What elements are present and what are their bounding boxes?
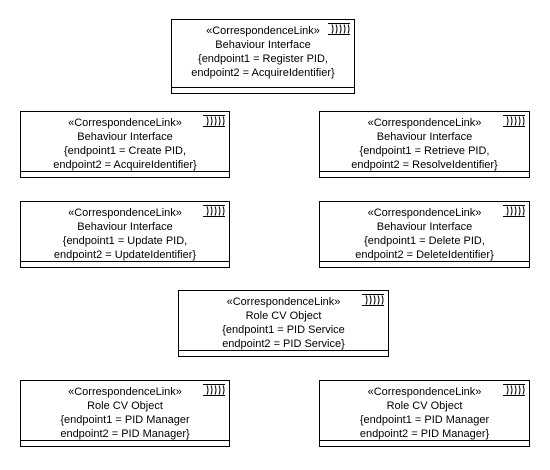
correspondence-link-node-update-pid[interactable]: «CorrespondenceLink» Behaviour Interface… [20,201,230,268]
node-endpoint2: endpoint2 = UpdateIdentifier} [53,249,197,261]
node-endpoint1: {endpoint1 = PID Manager [359,414,490,426]
correspondence-link-icon [203,384,225,396]
node-footer-compartment [320,171,529,172]
correspondence-link-node-delete-pid[interactable]: «CorrespondenceLink» Behaviour Interface… [319,201,530,268]
correspondence-link-node-pid-manager-right[interactable]: «CorrespondenceLink» Role CV Object {end… [319,380,530,447]
node-endpoint1: {endpoint1 = Register PID, [198,53,328,65]
node-footer-compartment [179,350,388,351]
node-stereotype: «CorrespondenceLink» [206,25,320,37]
node-name: Behaviour Interface [376,131,473,143]
correspondence-link-icon [503,115,525,127]
node-stereotype: «CorrespondenceLink» [226,296,341,308]
node-endpoint1: {endpoint1 = Retrieve PID, [359,145,490,157]
node-stereotype: «CorrespondenceLink» [367,207,482,219]
correspondence-link-node-create-pid[interactable]: «CorrespondenceLink» Behaviour Interface… [20,111,230,178]
node-endpoint2: endpoint2 = PID Manager} [359,428,490,440]
correspondence-link-icon [203,115,225,127]
node-footer-compartment [172,87,354,88]
node-endpoint1: {endpoint1 = PID Manager [60,414,190,426]
node-stereotype: «CorrespondenceLink» [367,386,482,398]
node-stereotype: «CorrespondenceLink» [68,117,182,129]
node-name: Behaviour Interface [376,221,473,233]
node-endpoint1: {endpoint1 = PID Service [222,324,345,336]
node-name: Role CV Object [87,400,163,412]
correspondence-link-icon [503,384,525,396]
node-stereotype: «CorrespondenceLink» [68,207,182,219]
node-stereotype: «CorrespondenceLink» [367,117,482,129]
correspondence-link-node-pid-manager-left[interactable]: «CorrespondenceLink» Role CV Object {end… [20,380,230,447]
node-endpoint2: endpoint2 = PID Service} [222,338,345,350]
node-name: Behaviour Interface [77,221,173,233]
node-name: Role CV Object [386,400,463,412]
node-stereotype: «CorrespondenceLink» [68,386,182,398]
node-footer-compartment [21,171,229,172]
node-name: Role CV Object [245,310,322,322]
node-endpoint1: {endpoint1 = Update PID, [62,235,188,247]
node-name: Behaviour Interface [77,131,173,143]
node-endpoint2: endpoint2 = DeleteIdentifier} [355,249,494,261]
node-endpoint2: endpoint2 = AcquireIdentifier} [53,159,197,171]
node-endpoint2: endpoint2 = ResolveIdentifier} [351,159,498,171]
node-endpoint2: endpoint2 = PID Manager} [60,428,190,440]
node-endpoint1: {endpoint1 = Create PID, [64,145,186,157]
correspondence-link-icon [362,294,384,306]
correspondence-link-icon [503,205,525,217]
node-footer-compartment [320,440,529,441]
correspondence-link-icon [328,23,350,35]
correspondence-link-node-retrieve-pid[interactable]: «CorrespondenceLink» Behaviour Interface… [319,111,530,178]
node-footer-compartment [320,261,529,262]
node-endpoint1: {endpoint1 = Delete PID, [364,235,485,247]
node-footer-compartment [21,261,229,262]
correspondence-link-icon [203,205,225,217]
node-endpoint2: endpoint2 = AcquireIdentifier} [191,67,335,79]
correspondence-link-node-register-pid[interactable]: «CorrespondenceLink» Behaviour Interface… [171,19,355,94]
node-footer-compartment [21,440,229,441]
node-name: Behaviour Interface [215,39,311,51]
correspondence-link-node-pid-service[interactable]: «CorrespondenceLink» Role CV Object {end… [178,290,389,357]
